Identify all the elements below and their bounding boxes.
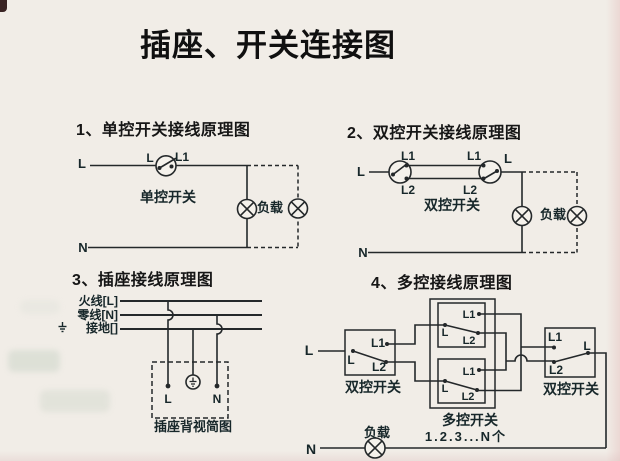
d2-out-label: L [504,151,512,166]
d1-load-lamp-icon [236,198,258,220]
d4-mid-switch-count: 1.2.3...N个 [425,429,507,444]
neutral-wire-label: 零线[N] [77,308,118,322]
d3-term-n-label: N [213,392,222,406]
d4-right-switch-name: 双控开关 [543,381,599,397]
d4-left-l1-label: L1 [371,336,385,350]
d4-neutral-label: N [306,441,316,457]
d4-midtop-l-label: L [442,327,449,339]
page-title: 插座、开关连接图 [140,28,396,63]
diagram4-heading: 4、多控接线原理图 [371,275,513,292]
d1-optional-lamp-icon [287,198,309,219]
d2-switch2-icon [478,160,502,184]
d4-load-lamp-icon [364,437,386,459]
d2-sw1-l2-label: L2 [401,183,415,197]
d2-switch1-icon [388,160,412,184]
live-wire-label: 火线[L] [78,294,118,308]
d3-neutral-drop-wire [216,315,223,386]
d4-load-label: 负载 [364,425,390,440]
d4-left-l-label: L [347,353,354,367]
d4-midbot-l2-label: L2 [462,391,475,403]
d3-live-drop-wire [167,301,174,386]
d1-switch-out-label: L1 [175,150,189,164]
d4-midtop-l2-label: L2 [463,335,476,347]
diagram1-circuit: L N L L1 单控开关 负载 [78,150,309,255]
d4-right-l2-label: L2 [549,363,563,377]
diagram1-heading: 1、单控开关接线原理图 [76,122,251,139]
d4-crossover-wire-2 [478,332,507,371]
d4-out-wire [588,352,607,448]
diagram4-circuit: L N L1 L L2 双控开关 L1 L L2 L1 L L2 多控开关 1.… [305,298,607,459]
d4-right-l1-label: L1 [548,330,562,344]
d3-caption: 插座背视简图 [154,419,232,434]
d2-neutral-label: N [358,245,367,260]
d3-ground-terminal-icon [185,374,201,390]
d1-load-label: 负载 [257,200,283,215]
d4-right-l1-node [552,345,556,350]
d1-switch-in-label: L [146,151,153,165]
d2-optional-lamp-icon [566,205,588,227]
d2-live-label: L [357,164,365,179]
d2-load-lamp-icon [511,205,533,227]
diagram2-circuit: L N L1 L2 L1 L2 L 双控开关 负载 [357,149,588,260]
d4-midbot-lever [444,380,478,391]
d4-right-l-label: L [583,339,590,353]
d4-mid-bottom-switch-box [437,358,486,404]
d3-term-l-label: L [164,392,171,406]
d2-sw1-l1-label: L1 [401,149,415,163]
d4-right-switch-lever [553,352,589,363]
ground-wire-label: 接地[] [58,322,118,334]
d4-midbot-l-label: L [442,383,449,395]
ground-label-prefix: 接地[ [86,321,114,335]
d3-terminal-l [165,383,171,389]
diagram3-circuit: L N 插座背视简图 [120,300,262,434]
d4-mid-switch-outer-box [429,298,496,409]
d4-live-label: L [305,342,314,358]
d4-midbot-l1-label: L1 [463,366,476,378]
d2-load-label: 负载 [540,207,566,222]
d4-mid-top-switch-box [437,302,486,348]
d4-midtop-lever [444,324,479,334]
diagram2-heading: 2、双控开关接线原理图 [347,125,522,142]
d1-neutral-label: N [78,240,87,255]
d1-optional-lamp-dashed-wire [247,164,299,249]
d4-mid-switch-name: 多控开关 [442,412,498,428]
d2-sw2-l1-label: L1 [467,149,481,163]
scan-corner-artifact [0,0,7,12]
d4-midtop-l1-label: L1 [463,309,476,321]
d4-crossover-wire-1 [477,313,522,392]
d3-terminal-n [214,383,220,389]
ground-icon [58,322,67,333]
d4-left-switch-box [344,329,396,376]
d4-left-l2-label: L2 [372,360,386,374]
d1-single-switch-icon [155,155,177,177]
d2-switch-name: 双控开关 [424,197,480,213]
d3-socket-back-box [151,361,229,419]
d1-live-label: L [78,156,86,171]
ground-label-suffix: ] [114,321,118,335]
d2-optional-lamp-dashed-wire [522,171,578,254]
d2-sw2-l2-label: L2 [463,183,477,197]
d4-tap-wire-l2-with-hop [506,354,554,362]
d4-left-switch-lever [352,350,387,363]
d1-switch-name: 单控开关 [140,189,196,205]
diagram3-heading: 3、插座接线原理图 [72,272,214,289]
d4-left-switch-name: 双控开关 [345,379,401,395]
